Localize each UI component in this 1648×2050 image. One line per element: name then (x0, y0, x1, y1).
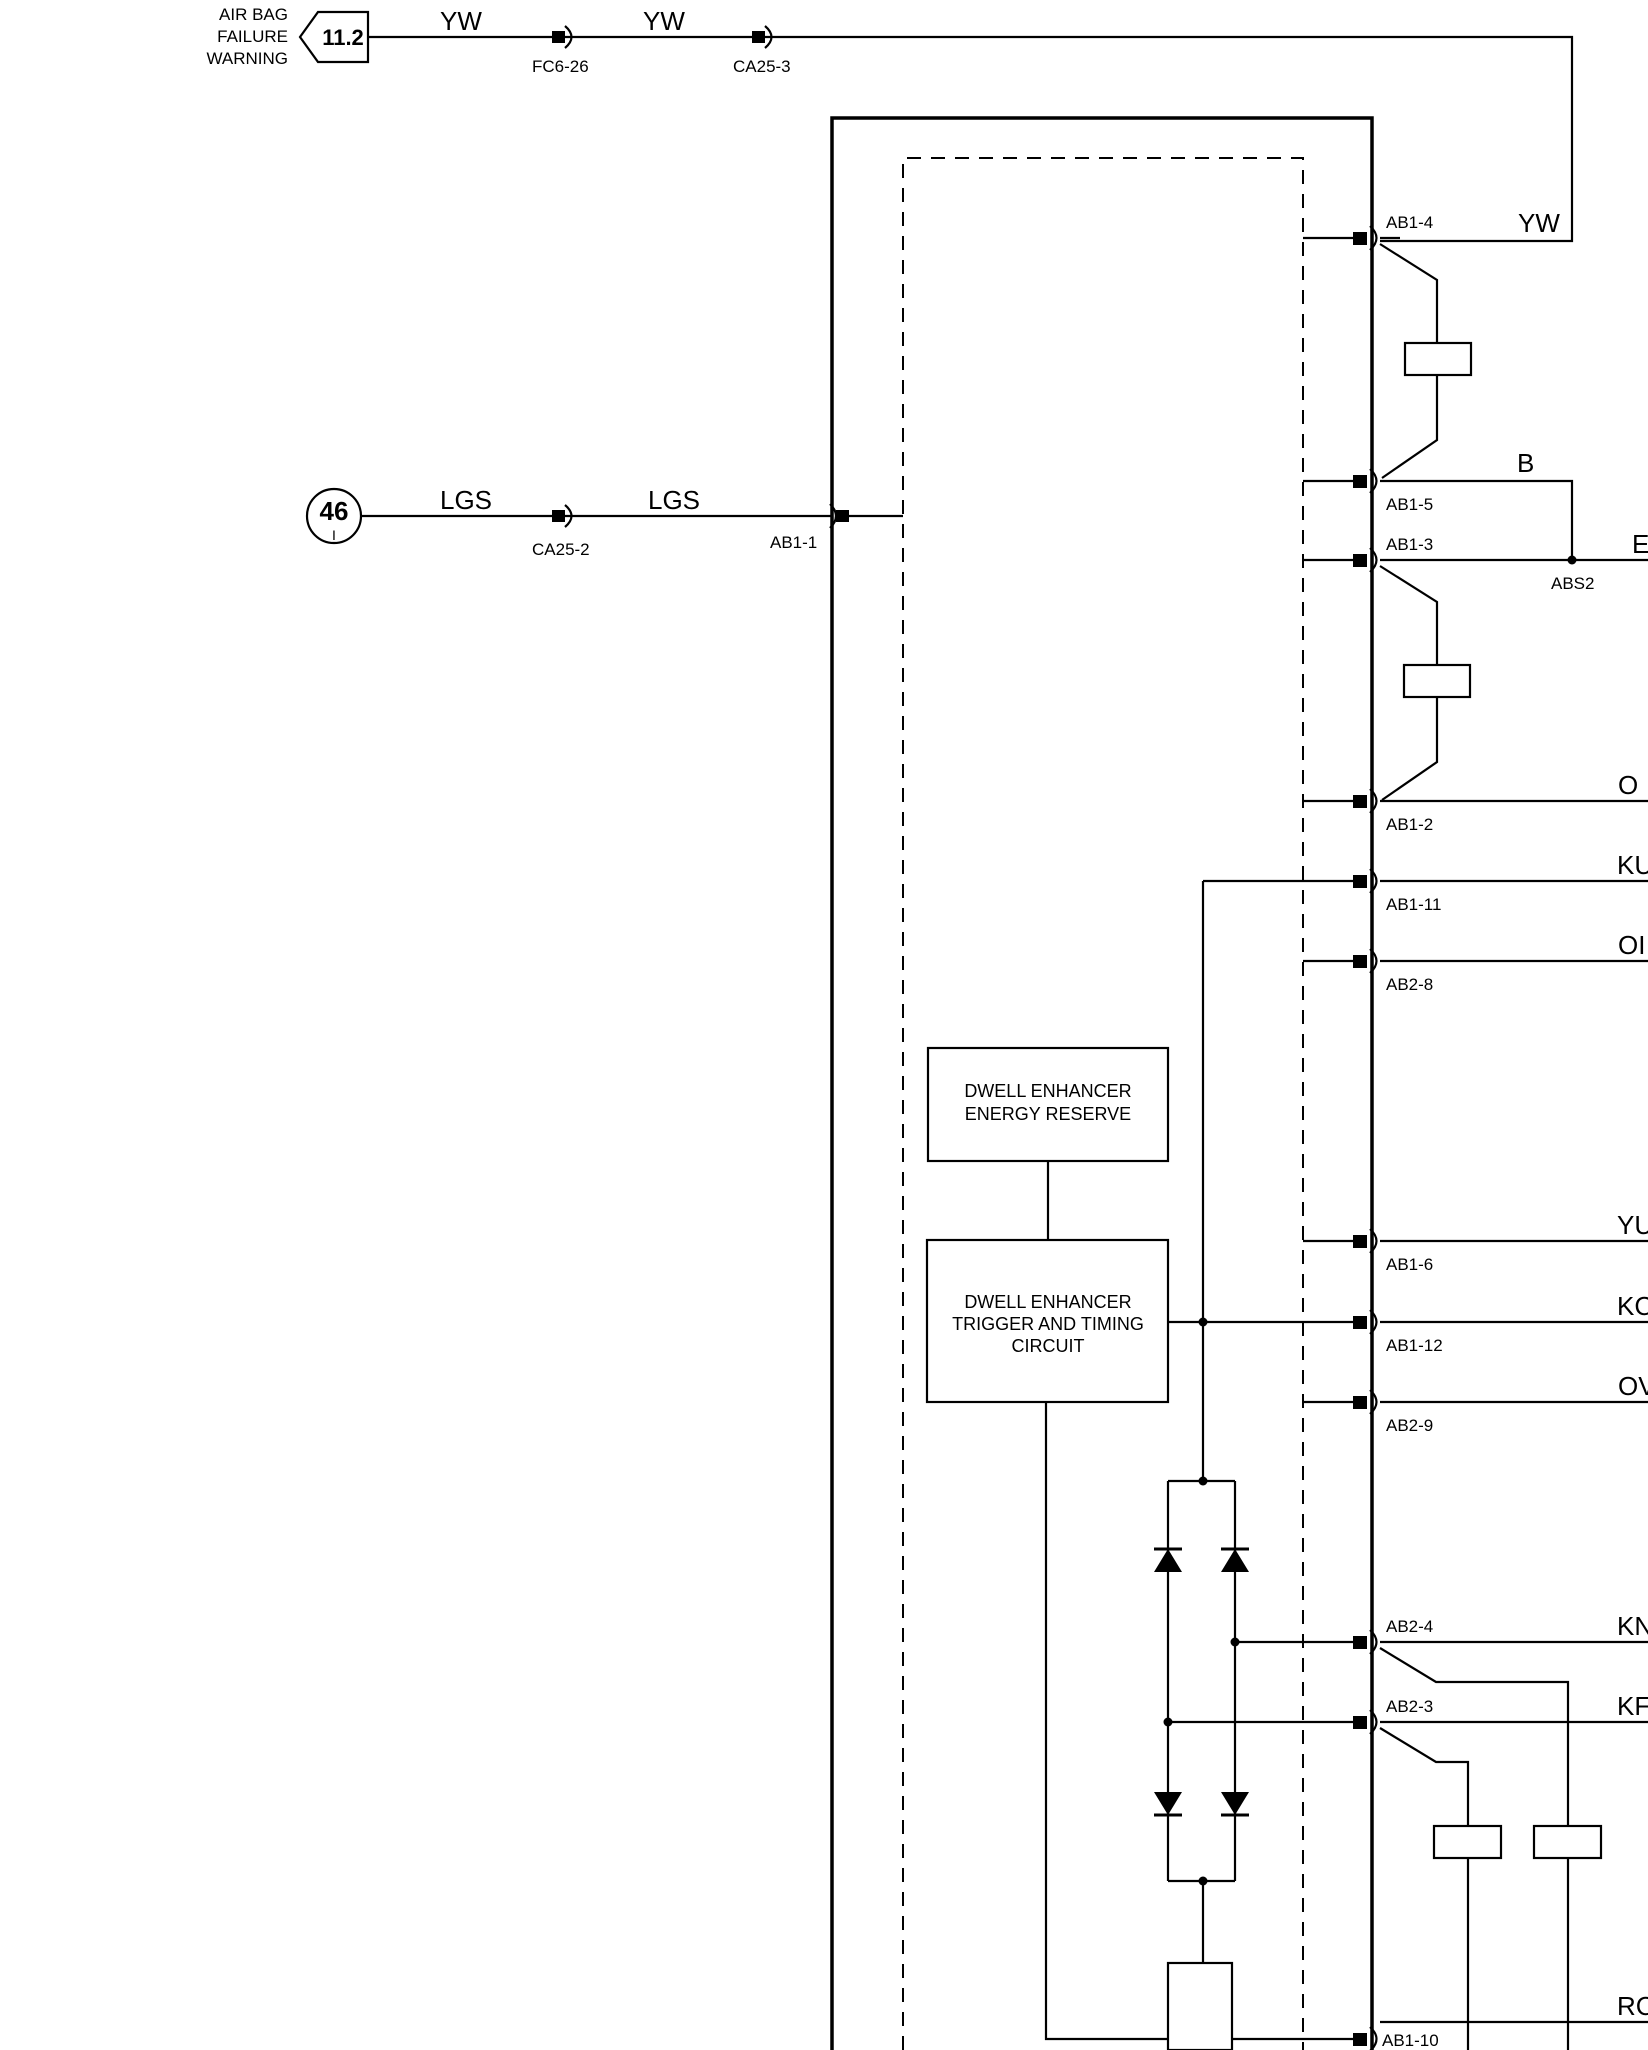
wire-label-lgs-1: LGS (440, 485, 492, 515)
wire-label-b: B (1517, 448, 1534, 478)
svg-text:CIRCUIT: CIRCUIT (1012, 1336, 1085, 1356)
wire-label-ku: KU (1617, 850, 1648, 880)
svg-text:FAILURE: FAILURE (217, 27, 288, 46)
wire-label-yw-1: YW (440, 6, 482, 36)
pin-ab1-6 (1303, 1228, 1648, 1254)
wire-label-yw-2: YW (643, 6, 685, 36)
svg-text:ENERGY RESERVE: ENERGY RESERVE (965, 1104, 1131, 1124)
label-ca25-2: CA25-2 (532, 540, 590, 559)
svg-text:I: I (332, 527, 336, 543)
squib1-resistor (1403, 341, 1473, 377)
squib1-lead-a (1379, 243, 1439, 343)
pin-ab1-3 (1303, 547, 1648, 573)
svg-text:11.2: 11.2 (322, 25, 364, 50)
svg-text:46: 46 (320, 496, 349, 526)
diode-d2 (1221, 1547, 1249, 1572)
squib2-lead-a (1379, 565, 1439, 665)
wire-label-kn: KN (1617, 1611, 1648, 1641)
label-ab1-1: AB1-1 (770, 533, 817, 552)
wire-trigger-to-switch (1044, 1402, 1168, 2041)
svg-text:WARNING: WARNING (206, 49, 288, 68)
svg-text:AIR BAG: AIR BAG (219, 5, 288, 24)
wire-label-kc: KC (1617, 1291, 1648, 1321)
pin-ab1-11 (1203, 868, 1648, 894)
page-ref-11-2[interactable]: 11.2 (298, 10, 370, 64)
wire-label-b-right: E (1632, 529, 1648, 559)
label-ca25-3: CA25-3 (733, 57, 791, 76)
pin-ab2-3 (1168, 1709, 1648, 1735)
junction-ab2-3 (1163, 1717, 1173, 1727)
wire-label-lgs-2: LGS (648, 485, 700, 515)
diode-d4 (1221, 1792, 1249, 1817)
wire-diode-rails (1166, 1481, 1237, 1881)
label-ab1-2: AB1-2 (1386, 815, 1433, 834)
pin-ab1-10 (1232, 2020, 1648, 2050)
label-ab2-4: AB2-4 (1386, 1617, 1433, 1636)
diode-d1 (1154, 1547, 1182, 1572)
label-abs2: ABS2 (1551, 574, 1594, 593)
svg-text:TRIGGER AND TIMING: TRIGGER AND TIMING (952, 1314, 1144, 1334)
squib3-lead (1379, 1727, 1470, 1826)
label-ab1-4: AB1-4 (1386, 213, 1433, 232)
energy-reserve-block: DWELL ENHANCER ENERGY RESERVE (926, 1046, 1170, 1163)
wire-label-kp: KF (1617, 1691, 1648, 1721)
pin-ab2-4 (1235, 1629, 1648, 1655)
label-ab1-5: AB1-5 (1386, 495, 1433, 514)
svg-text:DWELL ENHANCER: DWELL ENHANCER (964, 1081, 1131, 1101)
svg-text:DWELL ENHANCER: DWELL ENHANCER (964, 1292, 1131, 1312)
squib4-lead (1379, 1647, 1570, 1826)
label-ab1-12: AB1-12 (1386, 1336, 1443, 1355)
pin-ab1-4 (1303, 225, 1400, 251)
wire-yw-seg3 (765, 35, 1574, 243)
wire-label-or: OI (1618, 930, 1645, 960)
airbag-warning-label: AIR BAG FAILURE WARNING (206, 5, 288, 68)
diode-d3 (1154, 1792, 1182, 1817)
module-inner-boundary (902, 157, 1304, 2050)
label-ab1-11: AB1-11 (1386, 895, 1441, 914)
squib1-lead-b (1381, 375, 1439, 479)
squib3-resistor (1432, 1824, 1503, 1860)
pin-ab2-9 (1303, 1389, 1648, 1415)
output-switch-block (1166, 1961, 1234, 2050)
wire-label-yw-3: YW (1518, 208, 1560, 238)
junction-ab1-12 (1198, 1317, 1208, 1327)
wire-label-o: O (1618, 770, 1638, 800)
label-fc6-26: FC6-26 (532, 57, 589, 76)
squib2-lead-b (1381, 697, 1439, 801)
label-ab1-10: AB1-10 (1382, 2031, 1439, 2050)
label-ab1-3: AB1-3 (1386, 535, 1433, 554)
ground-point-46: 46 I (305, 487, 363, 545)
wire-label-yu: YU (1617, 1210, 1648, 1240)
wire-label-rc: RC (1617, 1991, 1648, 2021)
pin-ab1-12 (1168, 1309, 1648, 1335)
label-ab1-6: AB1-6 (1386, 1255, 1433, 1274)
splice-abs2 (1567, 555, 1577, 565)
wire-label-ow: OV (1618, 1371, 1648, 1401)
label-ab2-3: AB2-3 (1386, 1697, 1433, 1716)
squib2-resistor (1402, 663, 1472, 699)
pin-ab2-8 (1303, 948, 1648, 974)
module-outline (830, 116, 1374, 2050)
trigger-timing-block: DWELL ENHANCER TRIGGER AND TIMING CIRCUI… (925, 1238, 1170, 1404)
squib4-resistor (1532, 1824, 1603, 1860)
label-ab2-8: AB2-8 (1386, 975, 1433, 994)
pin-ab1-2 (1303, 788, 1648, 814)
label-ab2-9: AB2-9 (1386, 1416, 1433, 1435)
junction-ab2-4 (1230, 1637, 1240, 1647)
pin-ab1-5 (1303, 468, 1574, 560)
